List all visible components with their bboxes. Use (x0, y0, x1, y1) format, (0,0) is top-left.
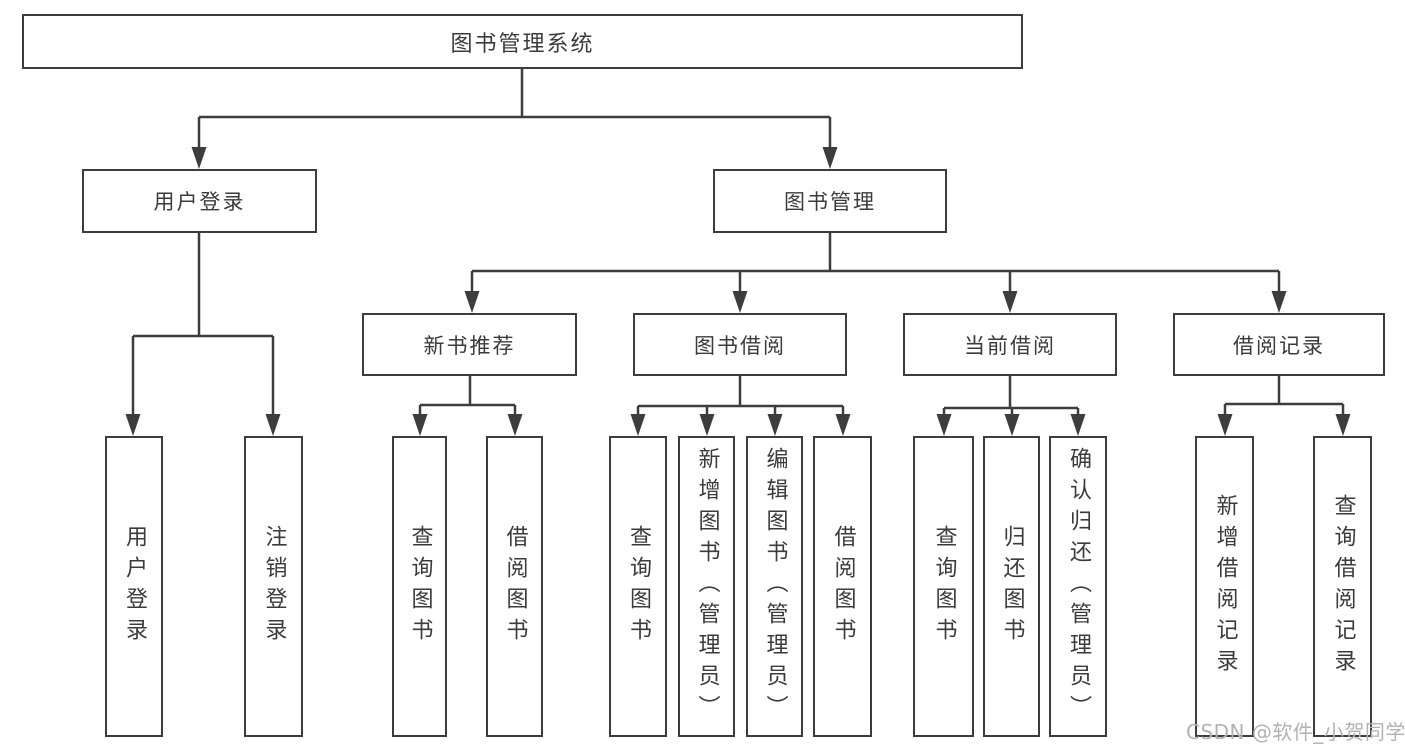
node-leaf-borrow-books-1: 借阅图书 (486, 436, 543, 737)
edges-new-book-recommendation-to-leaves (412, 376, 523, 436)
node-user-login: 用户登录 (82, 169, 317, 233)
node-leaf-add-borrow-record: 新增借阅记录 (1195, 436, 1254, 737)
edges-book-borrowing-to-leaves (630, 376, 851, 436)
node-leaf-query-borrow-record: 查询借阅记录 (1313, 436, 1372, 737)
node-leaf-edit-books-admin: 编辑图书（管理员） (746, 436, 803, 737)
edges-book-management-to-level3 (464, 233, 1287, 313)
node-current-borrowing: 当前借阅 (903, 313, 1117, 376)
node-borrowing-records: 借阅记录 (1173, 313, 1385, 376)
node-new-book-recommendation: 新书推荐 (362, 313, 577, 376)
node-book-borrowing: 图书借阅 (633, 313, 847, 376)
node-leaf-query-books-1: 查询图书 (392, 436, 447, 737)
node-leaf-user-login: 用户登录 (105, 436, 163, 737)
edges-user-login-to-leaves (125, 233, 281, 436)
edges-current-borrowing-to-leaves (936, 376, 1086, 436)
node-leaf-confirm-return-admin: 确认归还（管理员） (1049, 436, 1107, 737)
node-leaf-add-books-admin: 新增图书（管理员） (678, 436, 735, 737)
node-leaf-borrow-books-2: 借阅图书 (813, 436, 872, 737)
node-leaf-query-books-3: 查询图书 (913, 436, 974, 737)
edges-root-to-level2 (191, 69, 838, 169)
node-book-management: 图书管理 (713, 169, 947, 233)
node-leaf-query-books-2: 查询图书 (609, 436, 667, 737)
watermark: CSDN @软件_小贺同学 (1186, 720, 1405, 744)
node-book-management-system: 图书管理系统 (22, 14, 1023, 69)
edges-borrowing-records-to-leaves (1217, 376, 1351, 436)
node-leaf-return-books: 归还图书 (983, 436, 1040, 737)
node-leaf-logout: 注销登录 (244, 436, 303, 737)
